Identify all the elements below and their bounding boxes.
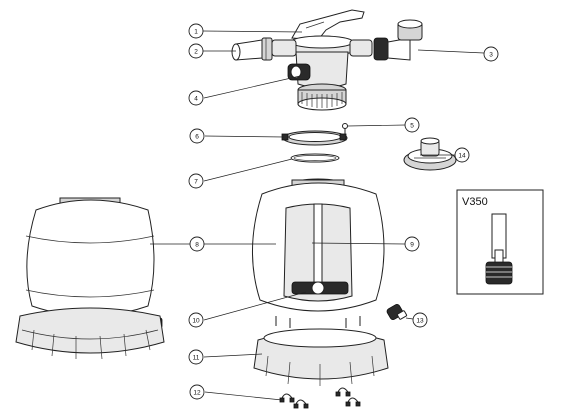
svg-text:4: 4 bbox=[194, 96, 198, 103]
callout-13: 13 bbox=[412, 312, 428, 328]
svg-text:7: 7 bbox=[194, 179, 198, 186]
drain-plug bbox=[386, 304, 408, 320]
leader-lines bbox=[150, 30, 485, 401]
lid-cap bbox=[403, 137, 457, 171]
callout-12: 12 bbox=[189, 384, 205, 400]
callout-5: 5 bbox=[404, 117, 420, 133]
o-ring bbox=[290, 153, 340, 163]
callout-9: 9 bbox=[404, 236, 420, 252]
filter-tank-cutaway bbox=[251, 178, 385, 328]
svg-text:1: 1 bbox=[194, 29, 198, 36]
tank-base bbox=[253, 328, 389, 386]
callout-3: 3 bbox=[483, 46, 499, 62]
pipe-union-left bbox=[231, 37, 273, 61]
callout-2: 2 bbox=[188, 43, 204, 59]
callout-7: 7 bbox=[188, 173, 204, 189]
filter-tank-assembled bbox=[15, 197, 165, 360]
svg-text:12: 12 bbox=[193, 390, 201, 397]
clips bbox=[279, 387, 361, 409]
callout-1: 1 bbox=[188, 23, 204, 39]
callout-10: 10 bbox=[188, 312, 204, 328]
svg-text:3: 3 bbox=[489, 52, 493, 59]
pipe-union-right bbox=[373, 19, 423, 61]
inset-label: V350 bbox=[462, 196, 488, 208]
svg-text:9: 9 bbox=[410, 242, 414, 249]
v350-inset: V350 bbox=[456, 189, 544, 295]
callout-4: 4 bbox=[188, 90, 204, 106]
callout-11: 11 bbox=[188, 349, 204, 365]
svg-text:5: 5 bbox=[410, 123, 414, 130]
svg-text:6: 6 bbox=[195, 134, 199, 141]
svg-text:13: 13 bbox=[416, 318, 424, 325]
small-screw bbox=[342, 123, 348, 134]
callout-8: 8 bbox=[189, 236, 205, 252]
svg-text:2: 2 bbox=[194, 49, 198, 56]
callout-14: 14 bbox=[454, 147, 470, 163]
svg-text:10: 10 bbox=[192, 318, 200, 325]
clamp-ring bbox=[281, 130, 348, 146]
callout-6: 6 bbox=[189, 128, 205, 144]
svg-text:11: 11 bbox=[193, 355, 200, 362]
svg-text:14: 14 bbox=[458, 153, 466, 160]
svg-text:8: 8 bbox=[195, 242, 199, 249]
multiport-valve bbox=[271, 9, 373, 111]
